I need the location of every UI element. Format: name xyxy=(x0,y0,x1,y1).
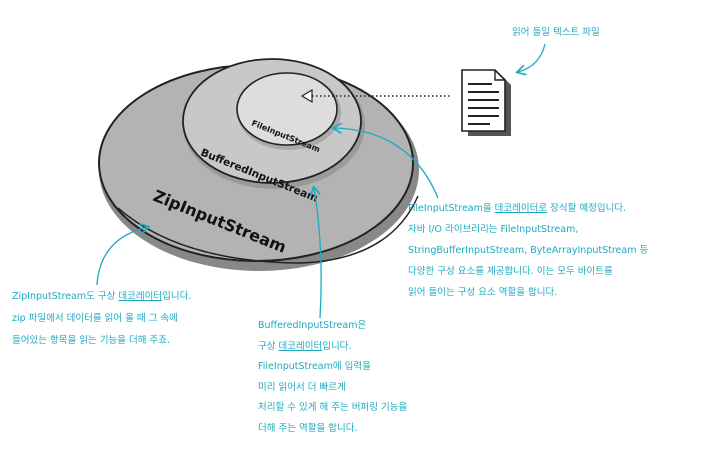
zip-annotation: ZipInputStream도 구상 데코레이터입니다. zip 파일에서 데이… xyxy=(12,291,192,346)
file-callout-arrow xyxy=(334,128,439,199)
text-file-icon xyxy=(461,69,511,136)
zip-callout-arrow xyxy=(96,227,148,286)
buffered-callout-arrow xyxy=(314,188,322,319)
buffered-annotation: BufferedInputStream은 구상 데코레이터입니다. FileIn… xyxy=(258,320,408,434)
file-caption: 읽어 들일 텍스트 파일 xyxy=(512,27,600,38)
file-caption-arrow xyxy=(518,43,546,72)
file-annotation: FileInputStream을 데코레이터로 장식할 예정입니다. 자바 I/… xyxy=(408,203,649,298)
read-arrow xyxy=(300,88,313,104)
